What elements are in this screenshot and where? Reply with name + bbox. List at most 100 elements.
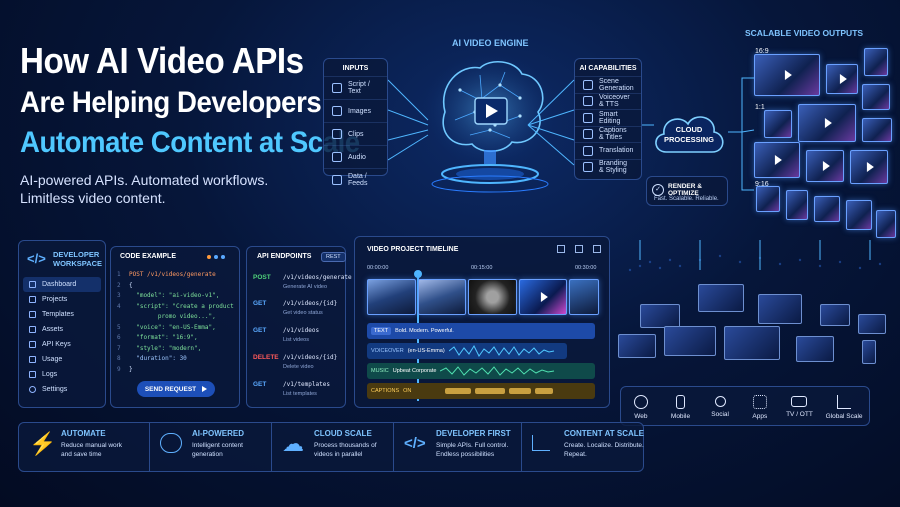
platform-label: Web bbox=[634, 412, 648, 420]
capability-captions[interactable]: Captions & Titles bbox=[575, 125, 641, 143]
sidebar-item-assets[interactable]: Assets bbox=[23, 322, 101, 337]
image-icon bbox=[332, 106, 342, 116]
capability-editing[interactable]: Smart Editing bbox=[575, 109, 641, 126]
time-end: 00:30:00 bbox=[575, 265, 597, 271]
render-desc: Fast. Scalable. Reliable. bbox=[654, 196, 719, 202]
capability-translation[interactable]: Translation bbox=[575, 142, 641, 159]
sidebar-item-dashboard[interactable]: Dashboard bbox=[23, 277, 101, 292]
capability-branding[interactable]: Branding & Styling bbox=[575, 158, 641, 176]
clip-strip[interactable] bbox=[367, 279, 599, 315]
video-thumbnail[interactable] bbox=[862, 84, 890, 110]
platform-social[interactable]: Social bbox=[701, 396, 739, 418]
platform-apps[interactable]: Apps bbox=[741, 394, 779, 420]
feature-title: CLOUD SCALE bbox=[314, 429, 372, 438]
sidebar-label: Dashboard bbox=[42, 281, 77, 288]
render-panel: ✓ RENDER & OPTIMIZE Fast. Scalable. Reli… bbox=[646, 176, 728, 206]
track-value: Upbeat Corporate bbox=[392, 368, 437, 374]
voiceover-track[interactable]: VOICEOVER (en-US-Emma) bbox=[367, 343, 567, 359]
headline-line-3: Automate Content at Scale bbox=[20, 126, 360, 159]
captions-track[interactable]: CAPTIONS ON bbox=[367, 383, 595, 399]
capability-label: Scene Generation bbox=[599, 77, 634, 92]
video-thumbnail[interactable] bbox=[864, 48, 888, 76]
world-map-dots bbox=[628, 240, 882, 272]
endpoint-row[interactable]: DELETE/v1/videos/{id}Delete video bbox=[253, 351, 339, 381]
capability-label: Branding & Styling bbox=[599, 160, 628, 175]
clip-thumbnail[interactable] bbox=[569, 279, 599, 315]
cloud-line-1: CLOUD bbox=[675, 125, 703, 134]
method-badge: GET bbox=[253, 300, 267, 307]
input-audio[interactable]: Audio bbox=[324, 145, 387, 168]
endpoint-row[interactable]: GET/v1/videos/{id}Get video status bbox=[253, 297, 339, 327]
sidebar-item-projects[interactable]: Projects bbox=[23, 292, 101, 307]
clip-thumbnail[interactable] bbox=[367, 279, 416, 315]
sidebar-item-api-keys[interactable]: API Keys bbox=[23, 337, 101, 352]
sidebar-label: Settings bbox=[42, 386, 68, 393]
video-thumbnail[interactable] bbox=[850, 150, 888, 184]
sidebar-item-templates[interactable]: Templates bbox=[23, 307, 101, 322]
expand-icon[interactable] bbox=[557, 245, 565, 253]
send-request-button[interactable]: SEND REQUEST bbox=[137, 381, 215, 397]
video-thumbnail[interactable] bbox=[862, 118, 892, 142]
check-circle-icon: ✓ bbox=[652, 184, 664, 196]
code-line: 6 "format": "16:9", bbox=[117, 334, 198, 341]
playhead-knob[interactable] bbox=[414, 270, 422, 278]
video-thumbnail[interactable] bbox=[754, 54, 820, 96]
laptop-device bbox=[796, 336, 834, 362]
input-data[interactable]: Data / Feeds bbox=[324, 168, 387, 191]
clip-thumbnail[interactable] bbox=[417, 279, 467, 315]
code-line: 4 "script": "Create a product bbox=[117, 302, 234, 310]
platform-tv[interactable]: TV / OTT bbox=[780, 396, 818, 418]
workspace-sidebar: </> DEVELOPER WORKSPACE Dashboard Projec… bbox=[18, 240, 106, 408]
feature-title: AI-POWERED bbox=[192, 429, 244, 438]
video-thumbnail[interactable] bbox=[786, 190, 808, 220]
video-thumbnail[interactable] bbox=[764, 110, 792, 138]
laptop-device bbox=[820, 304, 850, 326]
video-thumbnail[interactable] bbox=[806, 150, 844, 182]
video-thumbnail[interactable] bbox=[798, 104, 856, 142]
sidebar-item-usage[interactable]: Usage bbox=[23, 352, 101, 367]
cloud-upload-icon: ☁ bbox=[282, 431, 304, 456]
share-icon bbox=[714, 396, 726, 407]
cloud-icon bbox=[655, 116, 724, 153]
capability-scene[interactable]: Scene Generation bbox=[575, 76, 641, 93]
input-script[interactable]: Script / Text bbox=[324, 76, 387, 99]
music-track[interactable]: MUSIC Upbeat Corporate bbox=[367, 363, 595, 379]
platform-mobile[interactable]: Mobile bbox=[661, 394, 699, 420]
film-icon bbox=[332, 129, 342, 139]
folder-icon bbox=[29, 296, 36, 303]
video-thumbnail[interactable] bbox=[876, 210, 896, 238]
input-clips[interactable]: Clips bbox=[324, 122, 387, 145]
video-thumbnail[interactable] bbox=[814, 196, 840, 222]
platform-web[interactable]: Web bbox=[622, 394, 660, 420]
video-thumbnail[interactable] bbox=[754, 142, 800, 178]
method-badge: POST bbox=[253, 274, 271, 281]
video-thumbnail[interactable] bbox=[756, 186, 780, 212]
fit-icon[interactable] bbox=[575, 245, 583, 253]
time-start: 00:00:00 bbox=[367, 265, 389, 271]
clip-thumbnail[interactable] bbox=[468, 279, 517, 315]
video-thumbnail[interactable] bbox=[826, 64, 858, 94]
feature-desc: Create. Localize. Distribute.Repeat. bbox=[564, 442, 644, 458]
sidebar-item-settings[interactable]: Settings bbox=[23, 382, 101, 397]
endpoint-path: /v1/templates bbox=[283, 381, 330, 388]
input-images[interactable]: Images bbox=[324, 99, 387, 122]
dashboard-icon bbox=[29, 281, 36, 288]
clip-thumbnail[interactable] bbox=[518, 279, 568, 315]
text-track[interactable]: TEXT Bold. Modern. Powerful. bbox=[367, 323, 595, 339]
fullscreen-icon[interactable] bbox=[593, 245, 601, 253]
gear-icon bbox=[29, 386, 36, 393]
send-request-label: SEND REQUEST bbox=[144, 385, 197, 393]
capability-voiceover[interactable]: Voiceover & TTS bbox=[575, 92, 641, 110]
video-thumbnail[interactable] bbox=[846, 200, 872, 230]
capability-label: Captions & Titles bbox=[599, 127, 627, 142]
platform-global[interactable]: Global Scale bbox=[820, 394, 868, 420]
ratio-16-9: 16:9 bbox=[755, 48, 769, 55]
sidebar-item-logs[interactable]: Logs bbox=[23, 367, 101, 382]
